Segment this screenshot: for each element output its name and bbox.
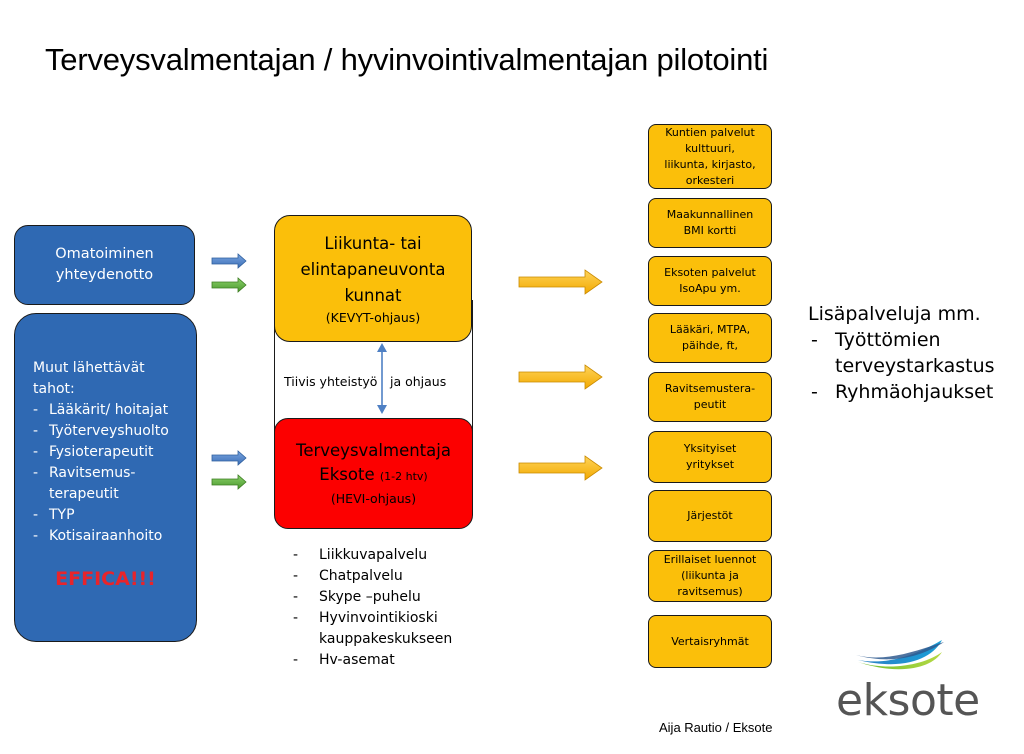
extra-item: Työttömien <box>808 327 995 353</box>
service-box: Lääkäri, MTPA, päihde, ft, <box>648 313 772 363</box>
service-line: peutit <box>693 398 727 411</box>
service-line: Vertaisryhmät <box>671 634 749 648</box>
kevyt-line3: kunnat <box>344 285 402 305</box>
channel-item: Liikkuvapalvelu <box>290 545 452 566</box>
center-frame <box>274 300 473 440</box>
hevi-line1: Terveysvalmentaja <box>296 440 451 460</box>
referrer-item: TYP <box>33 505 196 526</box>
service-line: ravitsemus) <box>677 585 743 598</box>
service-box: Yksityiset yritykset <box>648 431 772 483</box>
service-box: Kuntien palvelut kulttuuri, liikunta, ki… <box>648 124 772 189</box>
arrow-orange-1 <box>518 269 603 295</box>
cooperation-left: Tiivis yhteistyö <box>284 374 378 389</box>
service-line: Eksoten palvelut <box>664 266 756 279</box>
referrer-item: Fysioterapeutit <box>33 442 196 463</box>
service-line: kulttuuri, <box>685 141 735 155</box>
kevyt-line2: elintapaneuvonta <box>300 259 446 279</box>
arrow-orange-3 <box>518 455 603 481</box>
hevi-line2: Eksote <box>319 464 380 484</box>
hevi-sub: (HEVI-ohjaus) <box>330 490 417 506</box>
cooperation-right: ja ohjaus <box>390 374 447 389</box>
hevi-box: Terveysvalmentaja Eksote (1-2 htv) (HEVI… <box>274 418 473 529</box>
arrow-orange-2 <box>518 364 603 390</box>
channel-item-continuation: kauppakeskukseen <box>319 631 453 647</box>
extra-list: Työttömien terveystarkastus Ryhmäohjauks… <box>808 327 995 405</box>
arrow-blue-bottom <box>211 450 247 466</box>
self-contact-box: Omatoiminen yhteydenotto <box>14 225 195 305</box>
arrow-blue-top <box>211 253 247 269</box>
service-line: Maakunnallinen <box>666 208 754 221</box>
service-line: Yksityiset <box>683 442 737 455</box>
extra-services: Lisäpalveluja mm. Työttömien terveystark… <box>808 301 995 405</box>
referrers-box: Muut lähettävät tahot: Lääkärit/ hoitaja… <box>14 313 197 642</box>
service-line: Järjestöt <box>687 509 733 522</box>
self-contact-line1: Omatoiminen <box>55 246 154 262</box>
referrer-item-continuation: terapeutit <box>49 486 119 502</box>
referrers-heading-line1: Muut lähettävät <box>33 360 145 376</box>
channel-item: Chatpalvelu <box>290 566 452 587</box>
referrers-list: Lääkärit/ hoitajat Työterveyshuolto Fysi… <box>33 400 196 547</box>
service-line: Erillaiset luennot <box>663 553 757 566</box>
service-box: Erillaiset luennot (liikunta ja ravitsem… <box>648 550 772 602</box>
service-line: liikunta, kirjasto, <box>664 157 756 171</box>
service-box: Eksoten palvelut IsoApu ym. <box>648 256 772 306</box>
hevi-line2-wrap: Eksote (1-2 htv) <box>319 463 427 489</box>
kevyt-box: Liikunta- tai elintapaneuvonta kunnat (K… <box>274 215 472 342</box>
arrow-green-bottom <box>211 474 247 490</box>
service-line: Ravitsemustera- <box>664 382 756 395</box>
extra-heading: Lisäpalveluja mm. <box>808 303 981 325</box>
effica-label: EFFICA!!! <box>55 568 156 590</box>
service-line: BMI kortti <box>683 224 737 237</box>
eksote-logo-swoosh-icon <box>856 640 944 670</box>
arrow-green-top <box>211 277 247 293</box>
kevyt-sub: (KEVYT-ohjaus) <box>325 309 421 325</box>
service-box: Ravitsemustera- peutit <box>648 372 772 422</box>
eksote-logo-text: eksote <box>836 675 980 726</box>
kevyt-line1: Liikunta- tai <box>324 233 422 253</box>
service-line: orkesteri <box>685 173 735 187</box>
service-line: Kuntien palvelut <box>665 125 755 139</box>
referrer-item: Työterveyshuolto <box>33 421 196 442</box>
channel-item: Hv-asemat <box>290 650 452 671</box>
channels-list: Liikkuvapalvelu Chatpalvelu Skype –puhel… <box>290 545 452 671</box>
referrer-item: Kotisairaanhoito <box>33 526 196 547</box>
extra-item: Ryhmäohjaukset <box>808 379 995 405</box>
service-line: (liikunta ja <box>681 569 739 582</box>
referrer-item: Ravitsemus- <box>33 463 196 484</box>
channel-item: Skype –puhelu <box>290 587 452 608</box>
service-line: Lääkäri, MTPA, <box>669 323 751 336</box>
service-line: yritykset <box>685 458 735 471</box>
service-line: IsoApu ym. <box>679 282 741 295</box>
referrer-item: Lääkärit/ hoitajat <box>33 400 196 421</box>
service-line: päihde, ft, <box>682 339 738 352</box>
service-box: Maakunnallinen BMI kortti <box>648 198 772 248</box>
channel-item: Hyvinvointikioski <box>290 608 452 629</box>
self-contact-line2: yhteydenotto <box>55 267 154 283</box>
hevi-line2-small: (1-2 htv) <box>379 469 428 483</box>
service-box: Vertaisryhmät <box>648 615 772 668</box>
extra-item-continuation: terveystarkastus <box>835 355 995 377</box>
service-box: Järjestöt <box>648 490 772 542</box>
referrers-heading-line2: tahot: <box>33 381 75 397</box>
page-title: Terveysvalmentajan / hyvinvointivalmenta… <box>45 42 769 77</box>
footer-credit: Aija Rautio / Eksote <box>659 720 773 735</box>
